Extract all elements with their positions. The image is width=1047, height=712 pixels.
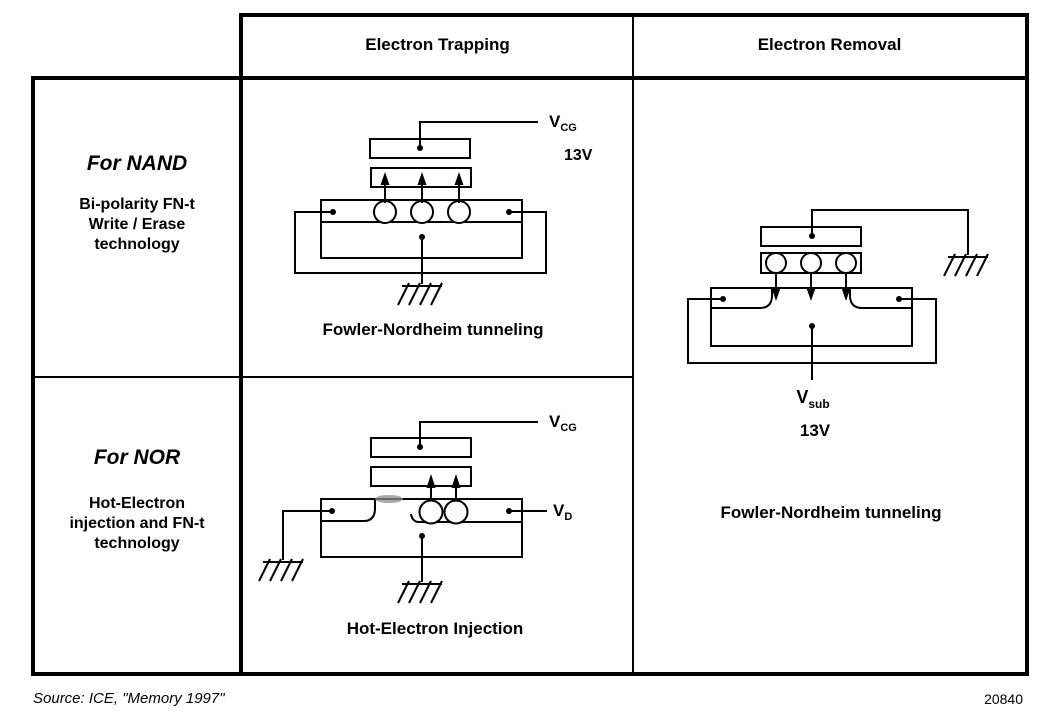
electron-circle [443,499,469,525]
column-header-electron-removal: Electron Removal [757,35,902,54]
figure-number: 20840 [984,691,1023,707]
table-bottom-border [31,672,1029,676]
label-vcg-nor: VCG [549,412,577,434]
source-credit: Source: ICE, "Memory 1997" [33,690,225,707]
electron-circle [765,252,787,274]
caption-fn-tunneling-removal: Fowler-Nordheim tunneling [720,503,942,522]
removal-arrow-head [771,288,781,301]
vd-symbol: V [553,501,565,520]
removal-arrow-head [841,288,851,301]
electron-circle [373,200,397,224]
source-junction-line [321,500,376,522]
electron-circle [447,200,471,224]
nand-desc-line-1: Bi-polarity FN-t [79,196,195,213]
vcg-symbol: V [549,412,561,431]
nand-desc-line-3: technology [94,236,180,253]
tunneling-arrow-head [380,172,390,185]
drain-junction-line [849,289,912,309]
table-left-border [31,76,35,676]
ground-icon [397,282,443,306]
trapping-removal-divider [632,13,634,676]
tunneling-arrow-head [417,172,427,185]
ground-icon [258,558,304,582]
nand-trapping-diagram [294,121,547,306]
vsub-subscript: sub [808,397,830,411]
nor-desc-line-1: Hot-Electron [89,495,185,512]
vd-subscript: D [564,511,573,523]
table-right-border [1025,13,1029,676]
nor-desc-line-3: technology [94,535,180,552]
nand-desc-line-2: Write / Erase [88,216,186,233]
row-title-for-nand: For NAND [86,152,188,175]
ground-icon [943,253,989,277]
vcg-subscript: CG [560,422,577,434]
header-top-border [239,13,1029,17]
electron-circle [835,252,857,274]
vcg-subscript: CG [560,122,577,134]
control-gate [760,226,862,247]
label-13v-removal: 13V [799,421,831,440]
label-13v-nand: 13V [564,147,593,164]
caption-fn-tunneling-nand: Fowler-Nordheim tunneling [322,320,544,339]
vsub-symbol: V [796,387,809,407]
label-column-divider [239,13,243,676]
electron-circle [418,499,444,525]
caption-hot-electron-injection: Hot-Electron Injection [346,619,524,638]
print-smudge [375,495,403,503]
row-divider [31,376,634,378]
header-bottom-border [31,76,1029,80]
label-vd-nor: VD [553,501,572,523]
electron-removal-diagram [687,209,989,380]
drain-junction-line [410,513,522,523]
control-gate-contact-dot [809,233,815,239]
control-gate-contact-dot [417,145,423,151]
nor-trapping-diagram [258,421,547,604]
control-gate-contact-dot [417,444,423,450]
source-drain-loop-wire [294,211,547,274]
row-desc-nor: Hot-Electron injection and FN-t technolo… [35,494,239,554]
source-ground-wire [282,510,332,560]
floating-gate [370,466,472,487]
control-gate [370,437,472,458]
vcg-wire [419,121,538,148]
control-gate [369,138,471,159]
electron-circle [410,200,434,224]
label-vsub-removal: Vsub [796,387,829,411]
nor-desc-line-2: injection and FN-t [69,515,205,532]
vcg-wire [419,421,538,447]
gate-ground-wire [811,209,969,255]
label-vcg-nand: VCG [549,112,577,134]
injection-arrow-head [426,474,436,488]
row-desc-nand: Bi-polarity FN-t Write / Erase technolog… [35,195,239,255]
row-title-for-nor: For NOR [93,446,181,469]
injection-arrow-head [451,474,461,488]
source-junction-line [711,289,773,309]
electron-circle [800,252,822,274]
ground-icon [397,580,443,604]
vcg-symbol: V [549,112,561,131]
tunneling-arrow-head [454,172,464,185]
removal-arrow-head [806,288,816,301]
column-header-electron-trapping: Electron Trapping [365,35,510,54]
